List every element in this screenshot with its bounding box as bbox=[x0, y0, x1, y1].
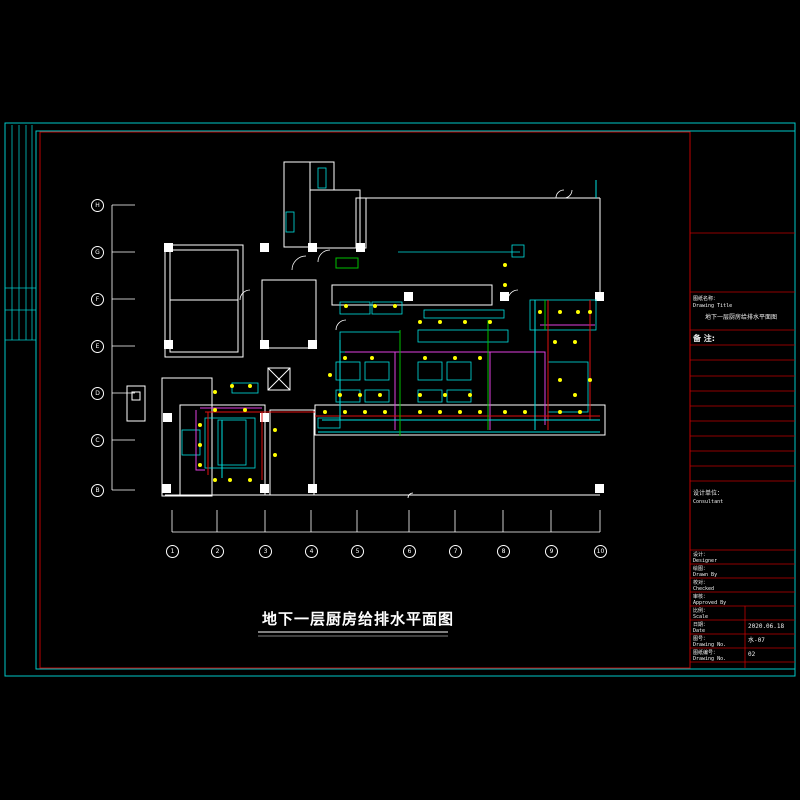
drawing-name-value: 地下一层厨房给排水平面图 bbox=[705, 314, 778, 321]
checked-en: Checked bbox=[693, 586, 715, 592]
checked-label: 校对： bbox=[693, 580, 709, 586]
grid-col-bubble: 9 bbox=[545, 545, 558, 558]
date-label: 日期： bbox=[693, 622, 709, 628]
designer-en: Designer bbox=[693, 558, 718, 564]
kitchen-fixtures bbox=[181, 167, 597, 469]
grid-col-bubble: 3 bbox=[259, 545, 272, 558]
drawn-label: 绘图： bbox=[693, 566, 709, 572]
grid-row-bubble: F bbox=[91, 293, 104, 306]
approved-en: Approved By bbox=[693, 600, 727, 606]
grid-col-lines bbox=[171, 510, 601, 533]
structural-columns bbox=[162, 243, 604, 493]
grid-col-bubble: 5 bbox=[351, 545, 364, 558]
sheet-en: Drawing No. bbox=[693, 656, 727, 662]
scale-label: 比例： bbox=[693, 608, 709, 614]
sheet-border bbox=[35, 130, 796, 670]
grid-col-bubble: 8 bbox=[497, 545, 510, 558]
drainage-pipes bbox=[195, 324, 595, 471]
date-en: Date bbox=[693, 628, 706, 634]
drawing-area-frame bbox=[39, 131, 691, 669]
approved-label: 审核： bbox=[693, 594, 709, 600]
fixture-markers bbox=[198, 263, 592, 482]
building-walls bbox=[126, 161, 606, 497]
grid-col-bubble: 2 bbox=[211, 545, 224, 558]
date-value: 2020.06.18 bbox=[748, 623, 785, 630]
drawing-no-en: Drawing No. bbox=[693, 642, 727, 648]
drawing-no-value: 水-07 bbox=[748, 637, 765, 644]
sheet-label: 图纸编号： bbox=[693, 650, 719, 656]
sheet-value: 02 bbox=[748, 651, 756, 658]
left-binding-strip bbox=[5, 125, 36, 341]
grid-row-bubble: D bbox=[91, 387, 104, 400]
grid-row-bubble: C bbox=[91, 434, 104, 447]
door-swings bbox=[239, 189, 573, 499]
design-unit-en: Consultant bbox=[693, 499, 724, 505]
green-pipes bbox=[335, 257, 546, 436]
grid-col-bubble: 10 bbox=[594, 545, 607, 558]
cold-water-pipes bbox=[221, 180, 600, 478]
grid-col-bubble: 6 bbox=[403, 545, 416, 558]
drawing-name-label: 图纸名称： bbox=[693, 296, 719, 302]
supply-pipes-red bbox=[205, 300, 600, 480]
drawn-en: Drawn By bbox=[693, 572, 718, 578]
grid-col-bubble: 7 bbox=[449, 545, 462, 558]
scale-en: Scale bbox=[693, 614, 709, 620]
designer-label: 设计： bbox=[693, 552, 709, 558]
drawing-title: 地下一层厨房给排水平面图 bbox=[262, 610, 455, 628]
design-unit-label: 设计单位： bbox=[693, 490, 724, 497]
title-block bbox=[690, 232, 795, 668]
drawing-no-label: 图号： bbox=[693, 636, 709, 642]
grid-col-bubble: 4 bbox=[305, 545, 318, 558]
remarks-label: 备 注: bbox=[693, 334, 715, 343]
grid-row-bubble: G bbox=[91, 246, 104, 259]
grid-col-bubble: 1 bbox=[166, 545, 179, 558]
grid-row-bubble: B bbox=[91, 484, 104, 497]
drawing-name-en: Drawing Title bbox=[693, 303, 733, 309]
grid-row-lines bbox=[111, 204, 135, 491]
grid-row-bubble: E bbox=[91, 340, 104, 353]
grid-row-bubble: H bbox=[91, 199, 104, 212]
